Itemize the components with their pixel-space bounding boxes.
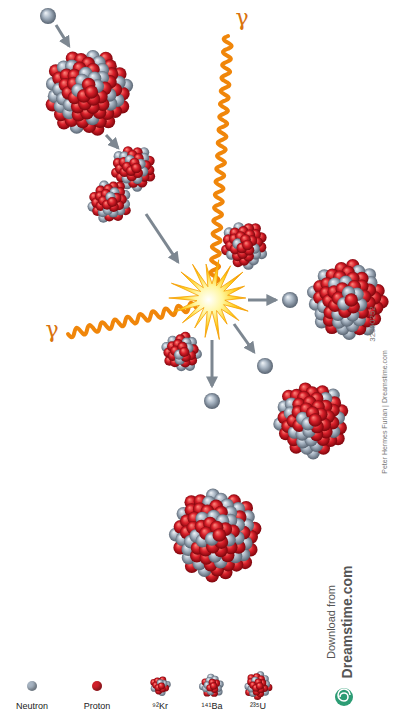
gamma-label: γ bbox=[45, 318, 58, 342]
watermark-text: Download from bbox=[325, 585, 337, 659]
legend-label: ²³⁵U bbox=[250, 702, 266, 712]
motion-arrow bbox=[234, 324, 254, 352]
fission-flash bbox=[169, 260, 248, 340]
legend-swatch bbox=[92, 681, 102, 691]
nucleus bbox=[46, 50, 133, 136]
proton-ball bbox=[107, 197, 117, 207]
nucleus bbox=[169, 489, 262, 583]
motion-arrow bbox=[56, 25, 69, 46]
motion-arrow bbox=[211, 340, 214, 386]
credit-text: Peter Hermes Furian | Dreamstime.com bbox=[381, 350, 389, 474]
explosion-star bbox=[169, 260, 248, 340]
neutron bbox=[204, 393, 220, 409]
nucleus bbox=[273, 382, 348, 459]
nucleus bbox=[199, 674, 224, 697]
gamma-label: γ bbox=[235, 6, 248, 30]
motion-arrow bbox=[248, 299, 276, 302]
legend-label: ¹⁴¹Ba bbox=[202, 702, 223, 712]
proton-ball bbox=[212, 528, 226, 542]
neutron bbox=[40, 8, 56, 24]
legend-label: Neutron bbox=[16, 702, 48, 712]
motion-arrows bbox=[56, 25, 276, 386]
watermark-text: Dreamstime.com bbox=[340, 566, 355, 679]
proton-ball bbox=[345, 293, 358, 306]
proton-ball bbox=[309, 413, 322, 426]
logo-swirl bbox=[338, 689, 350, 701]
motion-arrow bbox=[106, 135, 118, 148]
nuclei bbox=[40, 8, 389, 700]
proton-ball bbox=[131, 163, 141, 173]
neutron bbox=[282, 292, 298, 308]
legend-label: ⁹²Kr bbox=[152, 702, 168, 712]
nucleus bbox=[245, 671, 273, 700]
dreamstime-logo bbox=[335, 688, 353, 706]
proton-ball bbox=[179, 347, 189, 357]
legend-label: Proton bbox=[84, 702, 111, 712]
image-id: 32590252 bbox=[369, 306, 378, 342]
neutron bbox=[257, 358, 273, 374]
nucleus bbox=[161, 332, 202, 372]
proton-ball bbox=[210, 682, 217, 689]
nucleus bbox=[221, 222, 267, 270]
proton-ball bbox=[242, 240, 253, 251]
motion-arrow bbox=[146, 214, 178, 262]
legend-swatch bbox=[27, 681, 37, 691]
proton-ball bbox=[84, 85, 98, 99]
nucleus bbox=[150, 677, 170, 696]
proton-ball bbox=[158, 683, 165, 690]
gamma-wave bbox=[68, 303, 196, 337]
logo-circle bbox=[335, 688, 353, 706]
proton-ball bbox=[256, 682, 263, 689]
nucleus bbox=[88, 181, 131, 223]
